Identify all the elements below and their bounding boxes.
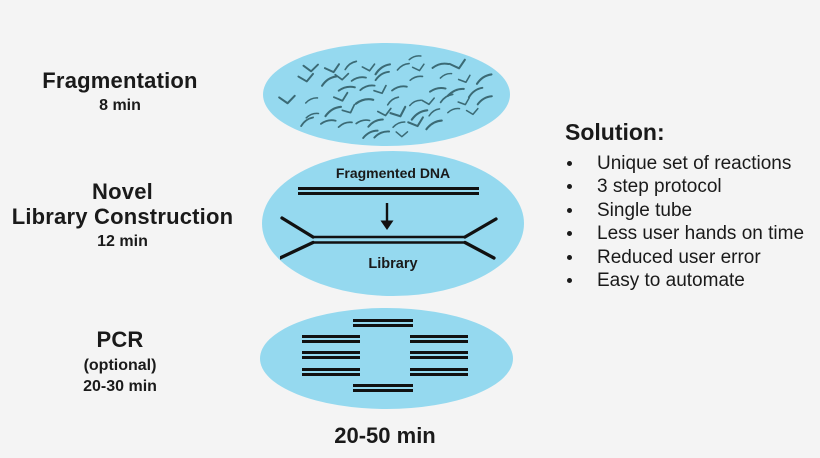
down-arrow-icon <box>380 203 394 230</box>
pcr-product-strand <box>302 335 360 343</box>
step-time: 20-30 min <box>83 378 157 395</box>
step-time: 12 min <box>97 233 148 250</box>
solution-bullet: Unique set of reactions <box>565 152 820 175</box>
step-time: 8 min <box>99 97 141 114</box>
step-title: Fragmentation <box>42 68 198 93</box>
pcr-ellipse <box>260 308 513 409</box>
step-title-line1: Novel <box>92 179 153 204</box>
solution-bullet: Reduced user error <box>565 246 820 269</box>
step-label-fragmentation: Fragmentation 8 min <box>5 68 235 116</box>
fragmented-dna-strand <box>298 187 479 195</box>
solution-bullet-text: Reduced user error <box>597 246 761 268</box>
solution-panel: Solution: Unique set of reactions 3 step… <box>565 118 820 292</box>
step-title: PCR <box>96 327 144 352</box>
dna-fragments-illustration <box>278 55 493 139</box>
library-construction-ellipse: Fragmented DNA Library <box>262 151 524 296</box>
bullet-icon <box>567 277 572 283</box>
library-y-adapter-illustration <box>280 216 498 260</box>
solution-bullet-text: Easy to automate <box>597 269 745 291</box>
bullet-icon <box>567 254 572 260</box>
library-label: Library <box>368 256 418 272</box>
solution-bullet: Single tube <box>565 199 820 222</box>
solution-heading: Solution: <box>565 119 665 145</box>
solution-bullet-text: Single tube <box>597 199 693 221</box>
bullet-icon <box>567 161 572 166</box>
solution-bullet: 3 step protocol <box>565 175 820 198</box>
bullet-icon <box>567 184 572 190</box>
bullet-icon <box>567 207 572 213</box>
pcr-product-strand <box>353 384 413 392</box>
solution-bullet-text: 3 step protocol <box>597 176 722 198</box>
bullet-icon <box>567 231 572 237</box>
solution-bullet-text: Less user hands on time <box>597 223 805 245</box>
step-label-pcr: PCR (optional) 20-30 min <box>5 327 235 397</box>
solution-bullet: Easy to automate <box>565 269 820 292</box>
total-time-label: 20-50 min <box>334 423 436 448</box>
fragmentation-ellipse <box>263 43 510 146</box>
pcr-product-strand <box>302 351 360 359</box>
pcr-product-strand <box>410 335 468 343</box>
solution-list: Unique set of reactions 3 step protocol … <box>565 152 820 292</box>
step-title-line2: Library Construction <box>11 204 234 229</box>
pcr-product-strand <box>410 351 468 359</box>
step-note: (optional) <box>83 357 157 374</box>
fragmented-dna-label: Fragmented DNA <box>335 165 451 181</box>
pcr-product-strand <box>410 368 468 376</box>
pcr-product-strand <box>302 368 360 376</box>
step-label-library-construction: Novel Library Construction 12 min <box>0 179 245 252</box>
solution-bullet: Less user hands on time <box>565 222 820 245</box>
solution-bullet-text: Unique set of reactions <box>597 153 792 174</box>
pcr-product-strand <box>353 319 413 327</box>
